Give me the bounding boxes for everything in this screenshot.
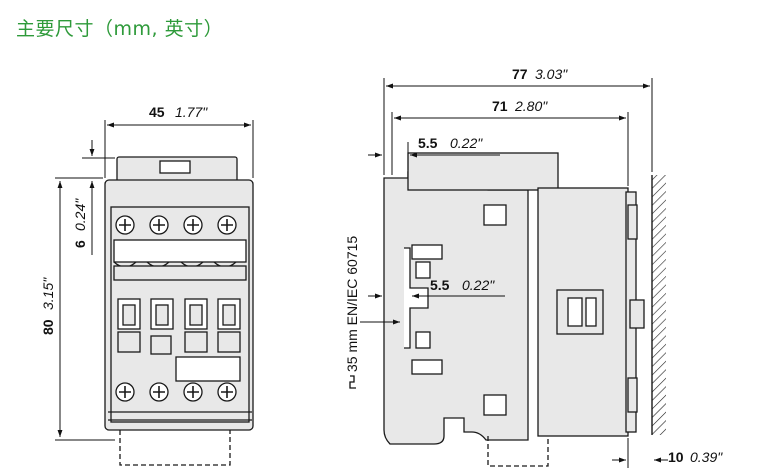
side-overall-inch: 3.03" (535, 66, 568, 82)
side-top-step-inch: 0.22" (450, 135, 483, 151)
front-offset-mm: 6 (72, 240, 88, 248)
side-body-inch: 2.80" (514, 98, 548, 114)
front-nameplate (175, 356, 241, 382)
front-width-inch: 1.77" (175, 104, 208, 120)
side-rail-step-inch: 0.22" (462, 277, 495, 293)
side-body-mm: 71 (492, 98, 508, 114)
lower-terminal-boxes (117, 331, 241, 355)
contact-windows (117, 298, 241, 330)
din-rail-symbol (349, 375, 356, 389)
side-rail-step-mm: 5.5 (430, 277, 450, 293)
wall-clearance-inch: 0.39" (690, 449, 723, 465)
wall-clearance-mm: 10 (668, 449, 684, 465)
front-width-mm: 45 (149, 104, 165, 120)
front-offset-inch: 0.24" (72, 198, 88, 231)
front-height-inch: 3.15" (40, 277, 56, 310)
side-top-block (407, 152, 559, 191)
front-label-band (113, 265, 247, 281)
side-clip-outline (487, 436, 549, 467)
front-height-mm: 80 (40, 319, 56, 335)
side-overall-mm: 77 (512, 66, 528, 82)
front-view (104, 156, 254, 466)
side-actuator-tab (629, 299, 645, 329)
page-title: 主要尺寸（mm, 英寸） (16, 18, 224, 40)
din-rail-label: 35 mm EN/IEC 60715 (344, 236, 360, 372)
upper-terminal-strip (113, 239, 247, 263)
side-top-step-mm: 5.5 (418, 135, 438, 151)
side-view (383, 152, 645, 467)
side-dimensions (360, 78, 668, 468)
front-dimensions (55, 120, 254, 441)
front-clip-outline (119, 430, 231, 466)
front-top-slot (159, 160, 191, 174)
mounting-wall (651, 175, 666, 435)
